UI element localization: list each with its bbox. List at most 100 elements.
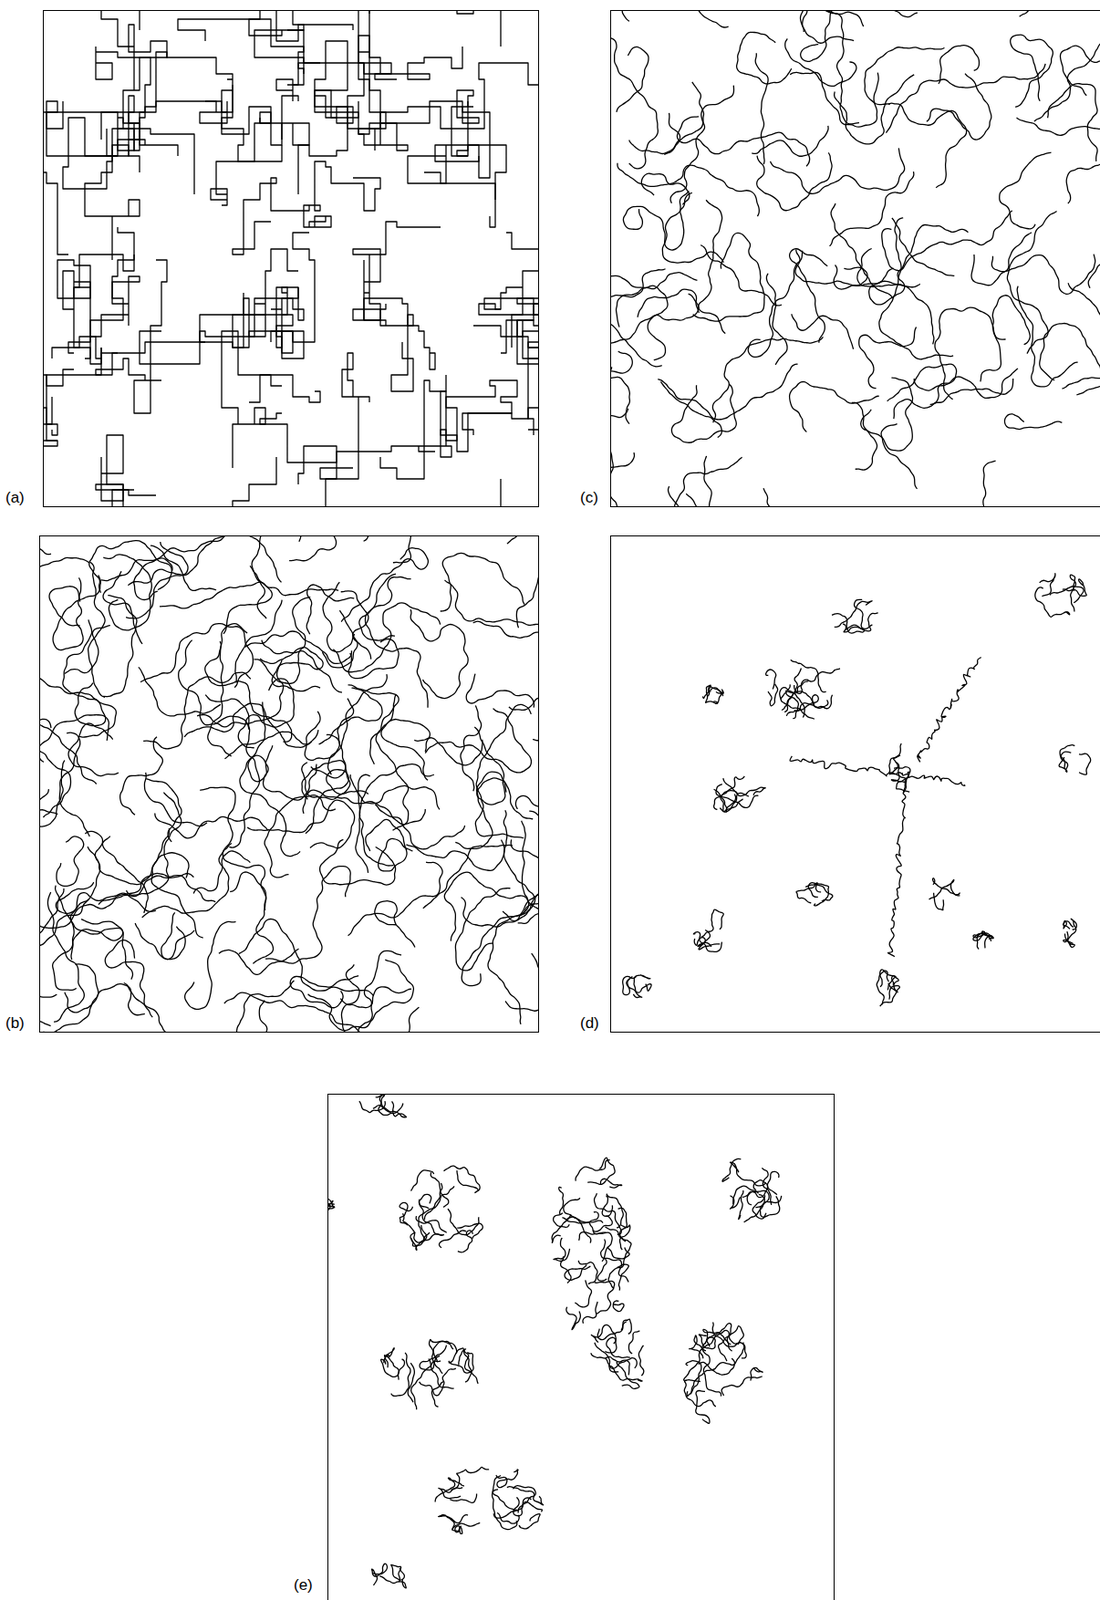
pattern-line [42, 369, 74, 490]
pattern-line [1069, 574, 1076, 612]
pattern-line [885, 63, 1046, 134]
pattern-line [431, 1381, 444, 1407]
pattern-line [662, 192, 724, 263]
pattern-line [227, 456, 288, 508]
pattern-panel [42, 10, 540, 508]
pattern-line [893, 378, 1014, 419]
pattern-line [473, 303, 540, 436]
pattern-line [496, 1469, 519, 1488]
pattern-line [355, 764, 435, 873]
pattern-line [358, 35, 408, 151]
pattern-line [124, 982, 236, 1033]
pattern-line [594, 1280, 615, 1314]
pattern-line [39, 739, 72, 818]
pattern-line [594, 1193, 623, 1235]
pattern-line [484, 287, 540, 348]
pattern-line [138, 666, 221, 717]
pattern-line [793, 695, 828, 712]
pattern-line [303, 161, 381, 228]
pattern-line [670, 85, 734, 204]
pattern-line [259, 647, 323, 692]
pattern-line [177, 10, 304, 42]
pattern-line [352, 298, 436, 370]
pattern-line [235, 600, 282, 684]
panel-label: (e) [293, 1576, 313, 1595]
pattern-line [270, 10, 353, 42]
pattern-line [281, 95, 310, 146]
pattern-line [891, 762, 906, 785]
pattern-line [622, 190, 689, 250]
pattern-line [224, 731, 312, 759]
pattern-line [184, 703, 319, 748]
pattern-line [718, 1326, 745, 1362]
pattern-line [575, 1160, 611, 1182]
pattern-line [423, 844, 513, 909]
pattern-line [879, 217, 954, 360]
pattern-line [671, 383, 737, 443]
pattern-line [784, 691, 815, 713]
panel-frame [611, 536, 1100, 1033]
pattern-line [205, 101, 282, 162]
pattern-line [251, 535, 313, 619]
pattern-line [359, 573, 396, 641]
pattern-line [610, 357, 630, 425]
pattern-line [39, 873, 194, 929]
pattern-line [789, 10, 864, 27]
pattern-panel [622, 573, 1091, 1007]
pattern-line [606, 1193, 623, 1229]
pattern-line [916, 657, 981, 763]
pattern-line [695, 1390, 710, 1424]
pattern-line [707, 685, 722, 704]
pattern-line [49, 586, 81, 626]
pattern-line [880, 969, 896, 990]
pattern-line [123, 24, 167, 124]
pattern-line [686, 1372, 705, 1397]
pattern-line [373, 1100, 407, 1117]
pattern-line [684, 456, 712, 508]
pattern-line [308, 959, 415, 1031]
pattern-line [456, 57, 540, 156]
pattern-line [685, 1360, 702, 1395]
pattern-line [39, 1001, 52, 1033]
pattern-line [757, 152, 832, 210]
pattern-line [618, 1207, 628, 1242]
pattern-line [507, 535, 540, 544]
pattern-line [1010, 34, 1054, 107]
pattern-line [327, 1201, 334, 1209]
pattern-line [289, 535, 351, 561]
pattern-line [47, 892, 84, 1022]
pattern-line [249, 374, 321, 403]
pattern-line [722, 1158, 741, 1182]
pattern-line [205, 641, 292, 742]
pattern-line [84, 128, 140, 260]
pattern-line [391, 1564, 405, 1582]
pattern-line [796, 882, 821, 903]
pattern-line [418, 1193, 431, 1208]
pattern-line [46, 101, 135, 151]
pattern-line [399, 1202, 413, 1225]
pattern-line [487, 877, 540, 1025]
pattern-line [694, 937, 720, 950]
pattern-line [365, 819, 414, 872]
pattern-line [159, 581, 272, 634]
pattern-line [178, 640, 250, 730]
pattern-line [42, 172, 69, 255]
pattern-line [39, 718, 52, 754]
pattern-line [444, 1165, 481, 1194]
pattern-line [842, 612, 879, 633]
pattern-line [579, 1232, 607, 1241]
pattern-line [1079, 753, 1091, 775]
pattern-line [444, 871, 540, 942]
pattern-line [1063, 918, 1078, 944]
pattern-line [457, 1230, 474, 1253]
pattern-line [127, 535, 281, 586]
pattern-line [701, 909, 724, 937]
pattern-line [290, 975, 359, 1008]
pattern-line [328, 674, 388, 775]
pattern-line [612, 1300, 624, 1312]
pattern-line [248, 745, 317, 800]
pattern-line [850, 10, 918, 18]
pattern-line [145, 778, 182, 842]
pattern-line [1062, 342, 1100, 389]
